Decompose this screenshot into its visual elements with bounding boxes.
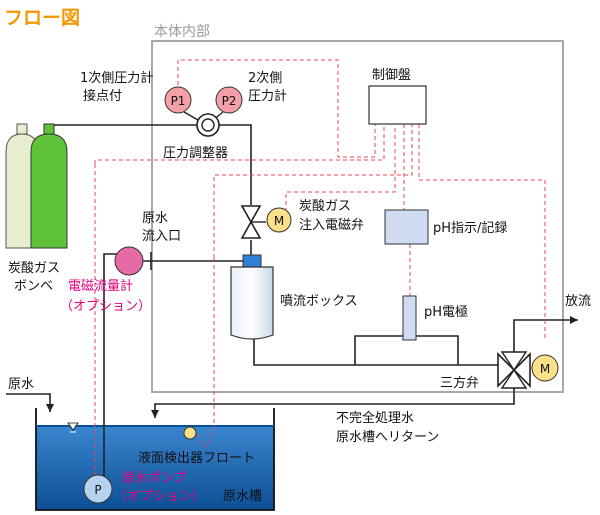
- solenoid-label-1: 炭酸ガス: [299, 199, 351, 214]
- discharge-label: 放流: [565, 294, 591, 309]
- main-unit-frame: [151, 40, 564, 393]
- raw-water-label: 原水: [8, 377, 34, 392]
- flowmeter-label-2: （オプション）: [60, 299, 151, 314]
- ph-indicator-box: [384, 209, 429, 245]
- pump-icon: [83, 474, 113, 504]
- p2-caption-1: 2次側: [248, 70, 282, 86]
- flowmeter-icon: [114, 246, 144, 276]
- control-panel-box: [368, 85, 427, 125]
- p2-gauge-icon: [215, 86, 243, 114]
- three-way-valve-icon: [497, 351, 531, 389]
- return-label-1: 不完全処理水: [336, 410, 414, 426]
- raw-inlet-label-1: 原水: [142, 211, 168, 226]
- p1-gauge-icon: [164, 86, 192, 114]
- co2-cylinder-label-2: ボンベ: [14, 279, 53, 294]
- p1-gauge-label: P1: [171, 94, 186, 108]
- ph-electrode: [402, 295, 417, 341]
- p1-caption-2: 接点付: [83, 88, 122, 104]
- solenoid-motor-label: M: [274, 214, 284, 228]
- pump-label-2: （オプション）: [114, 489, 205, 504]
- p1-caption-1: 1次側圧力計: [80, 70, 153, 86]
- level-float-icon: [183, 426, 197, 440]
- float-label: 液面検出器フロート: [138, 451, 255, 466]
- co2-cylinder: [5, 123, 68, 249]
- regulator-label: 圧力調整器: [163, 146, 228, 161]
- ph-electrode-label: pH電極: [424, 304, 468, 320]
- piping: [6, 124, 578, 490]
- p2-gauge-label: P2: [222, 94, 237, 108]
- return-label-2: 原水槽へリターン: [336, 430, 439, 445]
- pump-label-1: 原水ポンプ: [122, 471, 187, 486]
- solenoid-motor-icon: [266, 207, 292, 233]
- three-way-motor-label: M: [540, 362, 550, 376]
- jet-box: [230, 266, 274, 340]
- tank-label: 原水槽: [223, 489, 262, 504]
- three-way-motor-icon: [531, 354, 559, 382]
- raw-inlet-label-2: 流入口: [142, 229, 181, 244]
- diagram-title: フロー図: [4, 7, 80, 29]
- jet-box-label: 噴流ボックス: [280, 294, 358, 309]
- water-level-icon: [67, 422, 79, 431]
- flowmeter-label-1: 電磁流量計: [68, 278, 133, 294]
- pressure-regulator-icon: [196, 113, 220, 137]
- three-way-label: 三方弁: [440, 375, 479, 391]
- signal-lines: [94, 59, 546, 476]
- solenoid-label-2: 注入電磁弁: [299, 218, 364, 233]
- p2-caption-2: 圧力計: [248, 88, 287, 104]
- solenoid-valve-icon: [240, 205, 266, 239]
- jet-box-nozzle: [242, 254, 262, 268]
- raw-water-tank: [35, 408, 275, 511]
- frame-label: 本体内部: [154, 24, 210, 40]
- pump-symbol-label: P: [94, 483, 101, 497]
- control-panel-label: 制御盤: [372, 68, 411, 83]
- ph-indicator-label: pH指示/記録: [433, 220, 507, 236]
- co2-cylinder-label-1: 炭酸ガス: [8, 261, 60, 276]
